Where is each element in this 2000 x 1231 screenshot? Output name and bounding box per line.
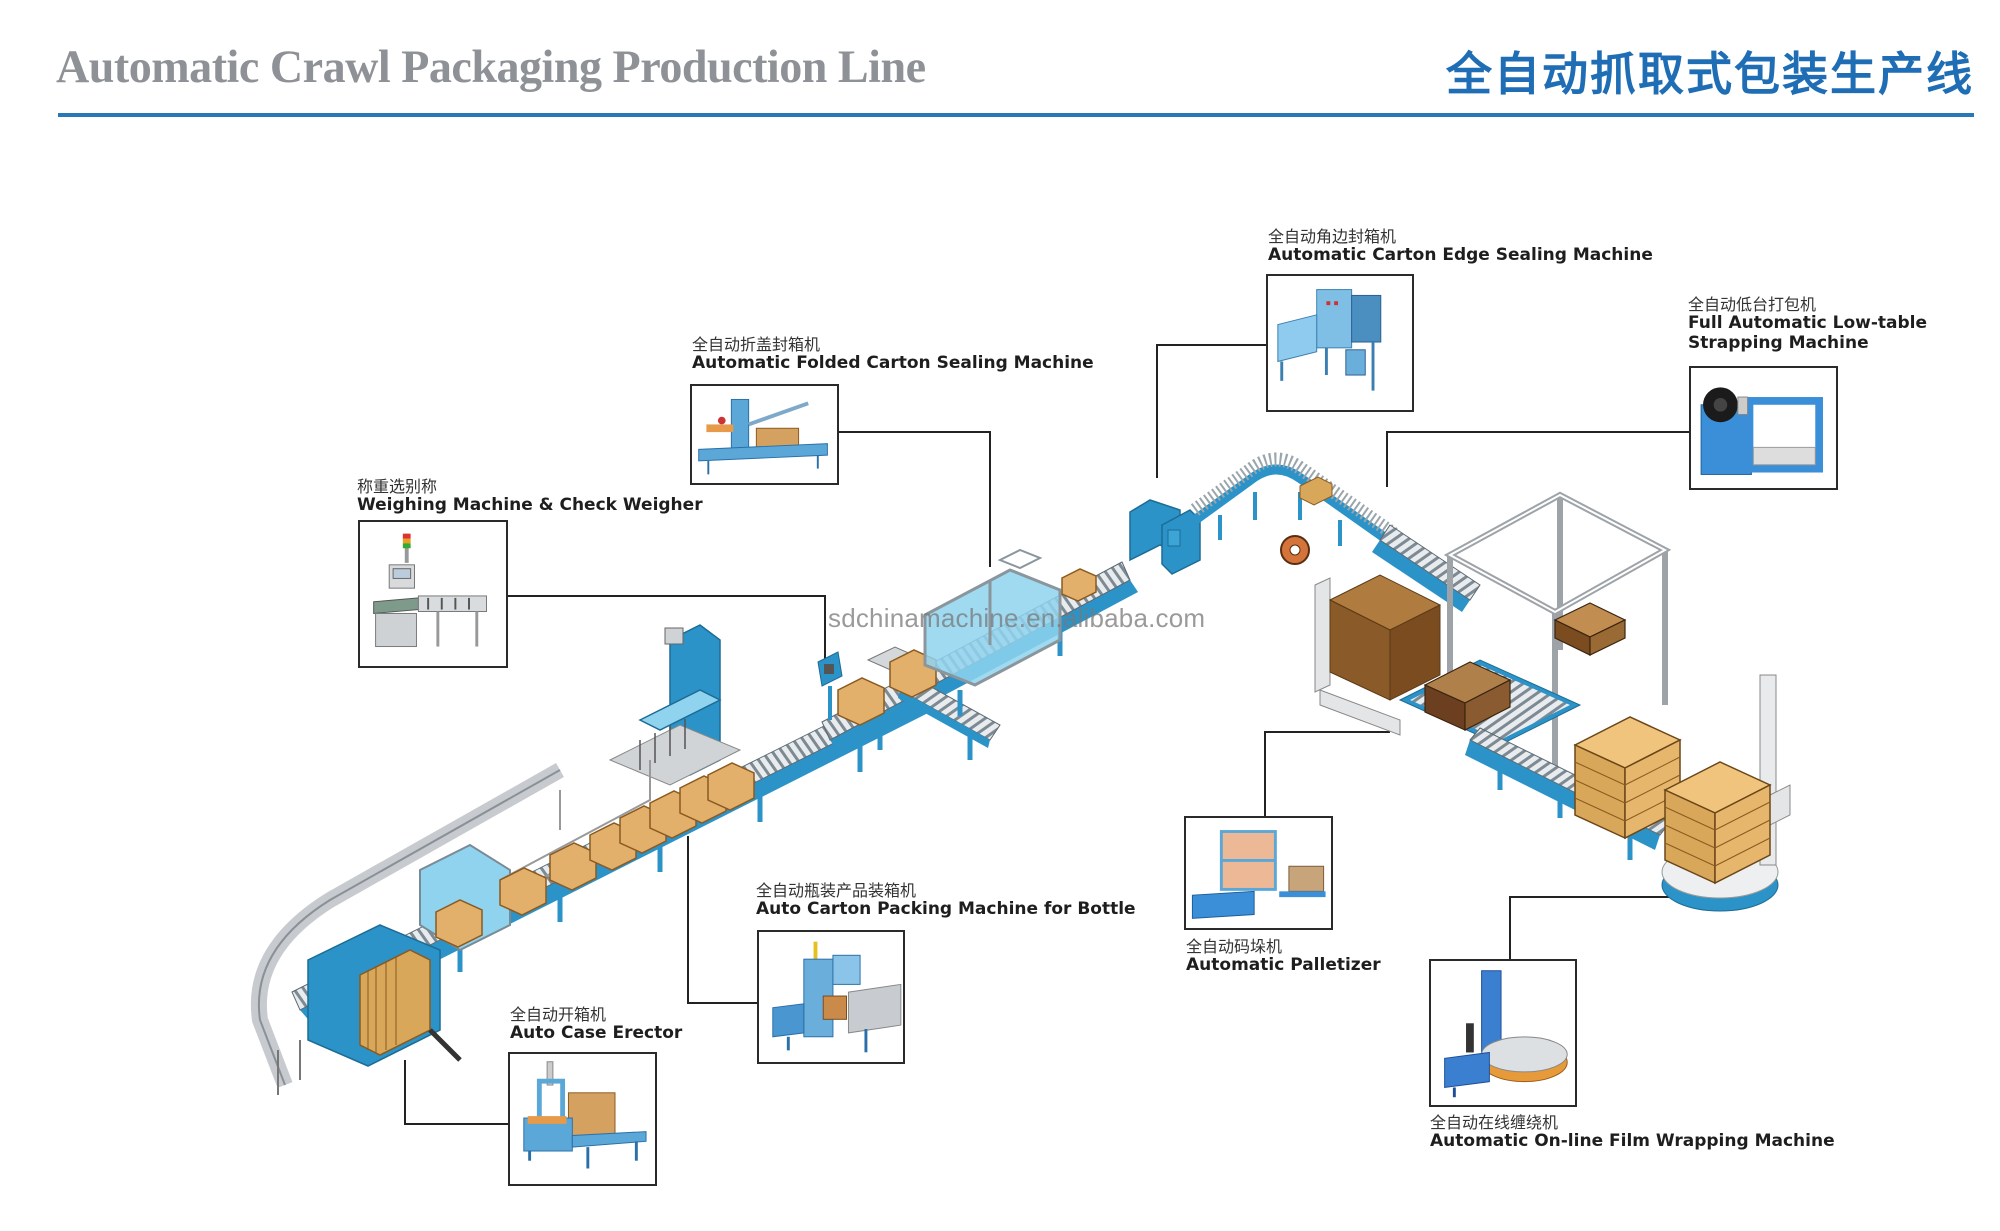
strapping-machine-icon <box>1700 387 1824 475</box>
bottle-packer-machine-icon <box>772 941 902 1053</box>
case-erector-station <box>307 924 462 1067</box>
title-divider <box>58 113 1974 117</box>
label-strapping: 全自动低台打包机 Full Automatic Low-table Strapp… <box>1688 295 1928 353</box>
bottle-conveyor <box>250 763 564 1095</box>
carton <box>499 867 547 916</box>
carton <box>435 899 483 948</box>
label-folded-sealer-en: Automatic Folded Carton Sealing Machine <box>692 353 1094 374</box>
label-bottle-packer-en: Auto Carton Packing Machine for Bottle <box>756 899 1136 920</box>
label-folded-sealer-zh: 全自动折盖封箱机 <box>692 335 821 354</box>
folded-sealer-machine-icon <box>698 398 828 475</box>
label-case-erector-en: Auto Case Erector <box>510 1023 683 1044</box>
pallet-load-2 <box>1663 761 1772 885</box>
connector-folded-sealer <box>838 431 991 567</box>
label-strapping-zh: 全自动低台打包机 <box>1688 295 1817 314</box>
label-film-wrapper-en: Automatic On-line Film Wrapping Machine <box>1430 1131 1835 1152</box>
connector-case-erector <box>404 1060 510 1125</box>
connector-edge-sealer <box>1156 344 1268 478</box>
photo-bottle-packer[interactable] <box>757 930 905 1064</box>
edge-sealer-machine-icon <box>1277 289 1382 391</box>
photo-check-weigher[interactable] <box>358 520 508 668</box>
label-folded-sealer: 全自动折盖封箱机 Automatic Folded Carton Sealing… <box>692 335 1094 374</box>
label-film-wrapper-zh: 全自动在线缠绕机 <box>1430 1113 1559 1132</box>
label-palletizer-zh: 全自动码垛机 <box>1186 937 1283 956</box>
carton <box>549 842 597 891</box>
curved-conveyor <box>1190 452 1400 550</box>
connector-check-weigher <box>508 595 826 660</box>
connector-bottle-packer <box>687 836 757 1004</box>
label-edge-sealer-en: Automatic Carton Edge Sealing Machine <box>1268 245 1653 266</box>
palletizer-frame-inner <box>1447 493 1668 614</box>
watermark-text: sdchinamachine.en.alibaba.com <box>828 603 1206 633</box>
connector-palletizer <box>1264 731 1390 822</box>
cartons-left-line <box>435 762 755 948</box>
film-wrapper-machine-icon <box>1444 970 1568 1098</box>
label-case-erector-zh: 全自动开箱机 <box>510 1005 607 1024</box>
photo-film-wrapper[interactable] <box>1429 959 1577 1107</box>
label-film-wrapper: 全自动在线缠绕机 Automatic On-line Film Wrapping… <box>1430 1113 1835 1152</box>
photo-strapping[interactable] <box>1689 366 1838 490</box>
photo-case-erector[interactable] <box>508 1052 657 1186</box>
carton <box>707 762 755 811</box>
label-check-weigher-zh: 称重选别称 <box>357 477 438 496</box>
label-palletizer-en: Automatic Palletizer <box>1186 955 1381 976</box>
bottle-packer-robot <box>499 624 742 891</box>
case-erector-machine-icon <box>523 1061 647 1169</box>
photo-edge-sealer[interactable] <box>1266 274 1414 412</box>
label-check-weigher: 称重选别称 Weighing Machine & Check Weigher <box>357 477 703 516</box>
edge-sealer-station <box>1129 499 1201 575</box>
photo-palletizer[interactable] <box>1184 816 1333 930</box>
label-strapping-en-line1: Full Automatic Low-table <box>1688 313 1928 334</box>
check-weigher-machine-icon <box>373 533 487 648</box>
label-bottle-packer-zh: 全自动瓶装产品装箱机 <box>756 881 917 900</box>
label-edge-sealer-zh: 全自动角边封箱机 <box>1268 227 1397 246</box>
carton-magazine <box>1314 574 1442 736</box>
label-edge-sealer: 全自动角边封箱机 Automatic Carton Edge Sealing M… <box>1268 227 1653 266</box>
label-strapping-en-line2: Strapping Machine <box>1688 332 1869 353</box>
folded-sealer-enclosure <box>923 548 1062 687</box>
strapping-coil <box>1280 535 1310 565</box>
weigher-control-box <box>817 651 843 720</box>
photo-folded-sealer[interactable] <box>690 384 839 485</box>
page-title-english: Automatic Crawl Packaging Production Lin… <box>56 41 926 93</box>
palletizer-machine-icon <box>1191 830 1326 919</box>
connector-film-wrapper <box>1509 896 1677 963</box>
label-case-erector: 全自动开箱机 Auto Case Erector <box>510 1005 683 1044</box>
palletizer-cartons <box>1423 602 1627 731</box>
label-palletizer: 全自动码垛机 Automatic Palletizer <box>1186 937 1381 976</box>
label-check-weigher-en: Weighing Machine & Check Weigher <box>357 495 703 516</box>
connector-lines <box>404 344 1690 1125</box>
label-bottle-packer: 全自动瓶装产品装箱机 Auto Carton Packing Machine f… <box>756 881 1136 920</box>
connector-strapping <box>1386 431 1690 487</box>
page-title-chinese: 全自动抓取式包装生产线 <box>1446 47 1974 101</box>
